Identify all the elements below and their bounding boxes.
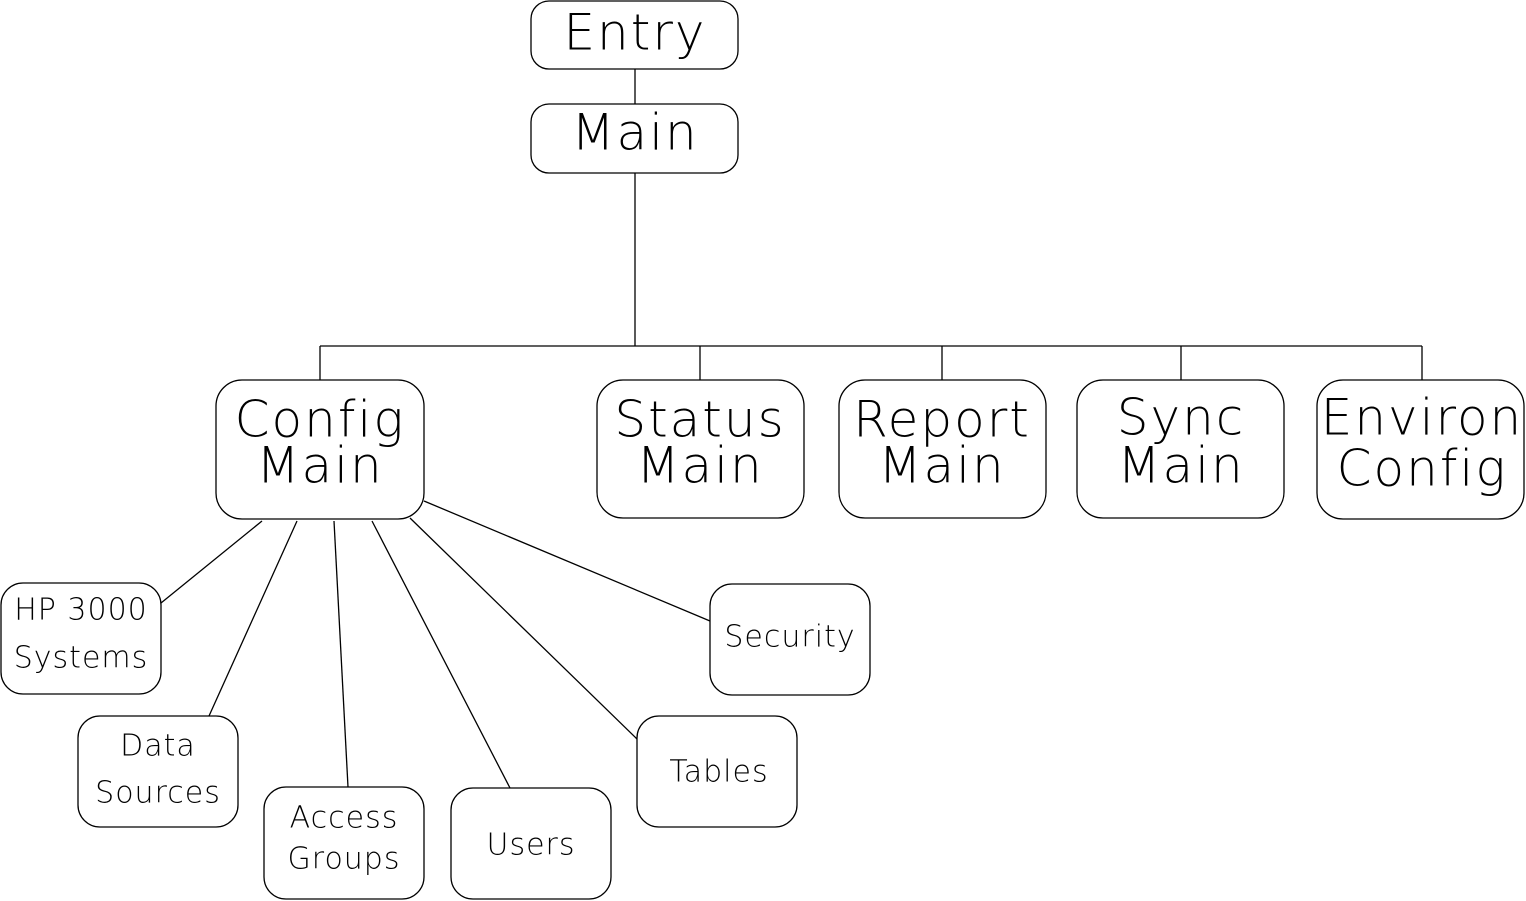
node-config-main-line1: Config xyxy=(235,391,406,449)
node-main-label: Main xyxy=(571,104,698,162)
node-users[interactable]: Users xyxy=(450,787,612,900)
node-report-main-line2: Main xyxy=(878,437,1005,495)
node-environ-config-line1: Environ xyxy=(1321,389,1524,447)
node-sync-main[interactable]: Sync Main xyxy=(1076,379,1285,519)
node-access-groups[interactable]: Access Groups xyxy=(263,786,425,900)
node-entry-label: Entry xyxy=(563,4,706,62)
node-tables-label: Tables xyxy=(669,755,768,790)
edge-config-security xyxy=(423,500,711,622)
edge-config-tables xyxy=(409,517,638,740)
node-sync-main-line1: Sync xyxy=(1117,389,1246,447)
node-hp3000-systems[interactable]: HP 3000 Systems xyxy=(0,582,162,695)
node-config-main[interactable]: Config Main xyxy=(215,379,425,520)
node-access-groups-line2: Groups xyxy=(288,842,401,877)
node-data-sources[interactable]: Data Sources xyxy=(77,715,239,828)
node-hp3000-systems-line1: HP 3000 xyxy=(14,593,148,628)
node-environ-config[interactable]: Environ Config xyxy=(1316,379,1525,520)
node-tables[interactable]: Tables xyxy=(636,715,798,828)
node-access-groups-line1: Access xyxy=(290,801,399,836)
node-report-main-line1: Report xyxy=(853,391,1031,449)
node-sync-main-line2: Main xyxy=(1117,437,1244,495)
node-status-main-line2: Main xyxy=(636,437,763,495)
node-security-label: Security xyxy=(724,620,855,655)
node-entry[interactable]: Entry xyxy=(530,0,739,70)
node-main[interactable]: Main xyxy=(530,103,739,174)
node-users-label: Users xyxy=(486,828,575,863)
edge-config-users xyxy=(371,520,511,789)
node-report-main[interactable]: Report Main xyxy=(838,379,1047,519)
node-data-sources-line1: Data xyxy=(120,729,196,764)
connectors xyxy=(160,69,1423,789)
node-config-main-line2: Main xyxy=(256,437,383,495)
node-hp3000-systems-line2: Systems xyxy=(14,641,149,676)
node-data-sources-line2: Sources xyxy=(95,776,221,811)
node-environ-config-line2: Config xyxy=(1337,440,1508,498)
edge-config-access-groups xyxy=(333,520,349,788)
edge-config-data-sources xyxy=(208,520,298,717)
node-status-main-line1: Status xyxy=(614,391,785,449)
node-status-main[interactable]: Status Main xyxy=(596,379,805,519)
node-security[interactable]: Security xyxy=(709,583,871,696)
edge-config-hp3000-systems xyxy=(160,520,263,604)
